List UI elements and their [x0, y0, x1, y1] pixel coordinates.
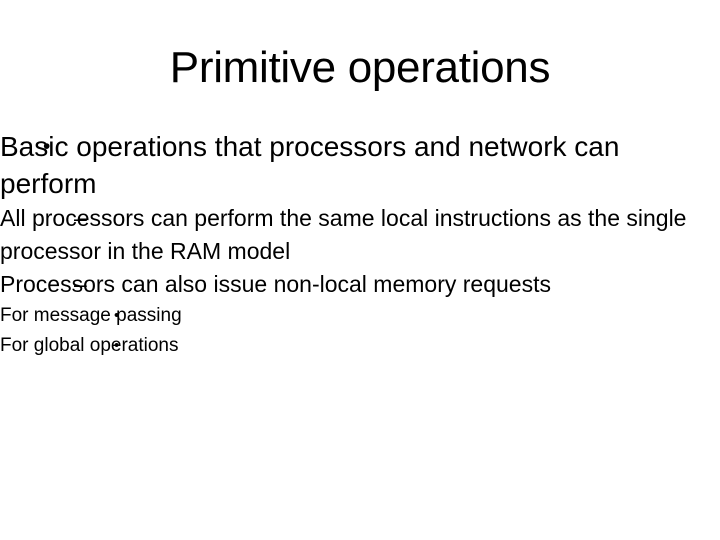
- slide-title: Primitive operations: [169, 43, 551, 92]
- bullet-item-level-3: • For global operations: [0, 331, 720, 361]
- bullet-item-level-1: • Basic operations that processors and n…: [0, 128, 720, 202]
- bullet-text: For global operations: [0, 335, 179, 356]
- bullet-marker-icon: •: [114, 337, 120, 354]
- bullet-item-level-3: • For message passing: [0, 301, 720, 331]
- bullet-list-level-3: • For message passing • For global opera…: [0, 301, 720, 361]
- bullet-text: All processors can perform the same loca…: [0, 205, 687, 264]
- bullet-text: For message passing: [0, 305, 182, 326]
- bullet-list-level-2: – All processors can perform the same lo…: [0, 202, 720, 361]
- bullet-marker-icon: •: [114, 307, 120, 324]
- bullet-text: Basic operations that processors and net…: [0, 131, 620, 199]
- bullet-item-level-2: – All processors can perform the same lo…: [0, 202, 720, 268]
- bullet-item-level-2: – Processors can also issue non-local me…: [0, 268, 720, 301]
- bullet-text: Processors can also issue non-local memo…: [0, 271, 551, 297]
- bullet-list-level-1: • Basic operations that processors and n…: [0, 128, 720, 361]
- dash-marker-icon: –: [74, 271, 87, 297]
- dash-marker-icon: –: [74, 205, 87, 231]
- bullet-marker-icon: •: [43, 135, 51, 158]
- slide-body: • Basic operations that processors and n…: [0, 128, 720, 361]
